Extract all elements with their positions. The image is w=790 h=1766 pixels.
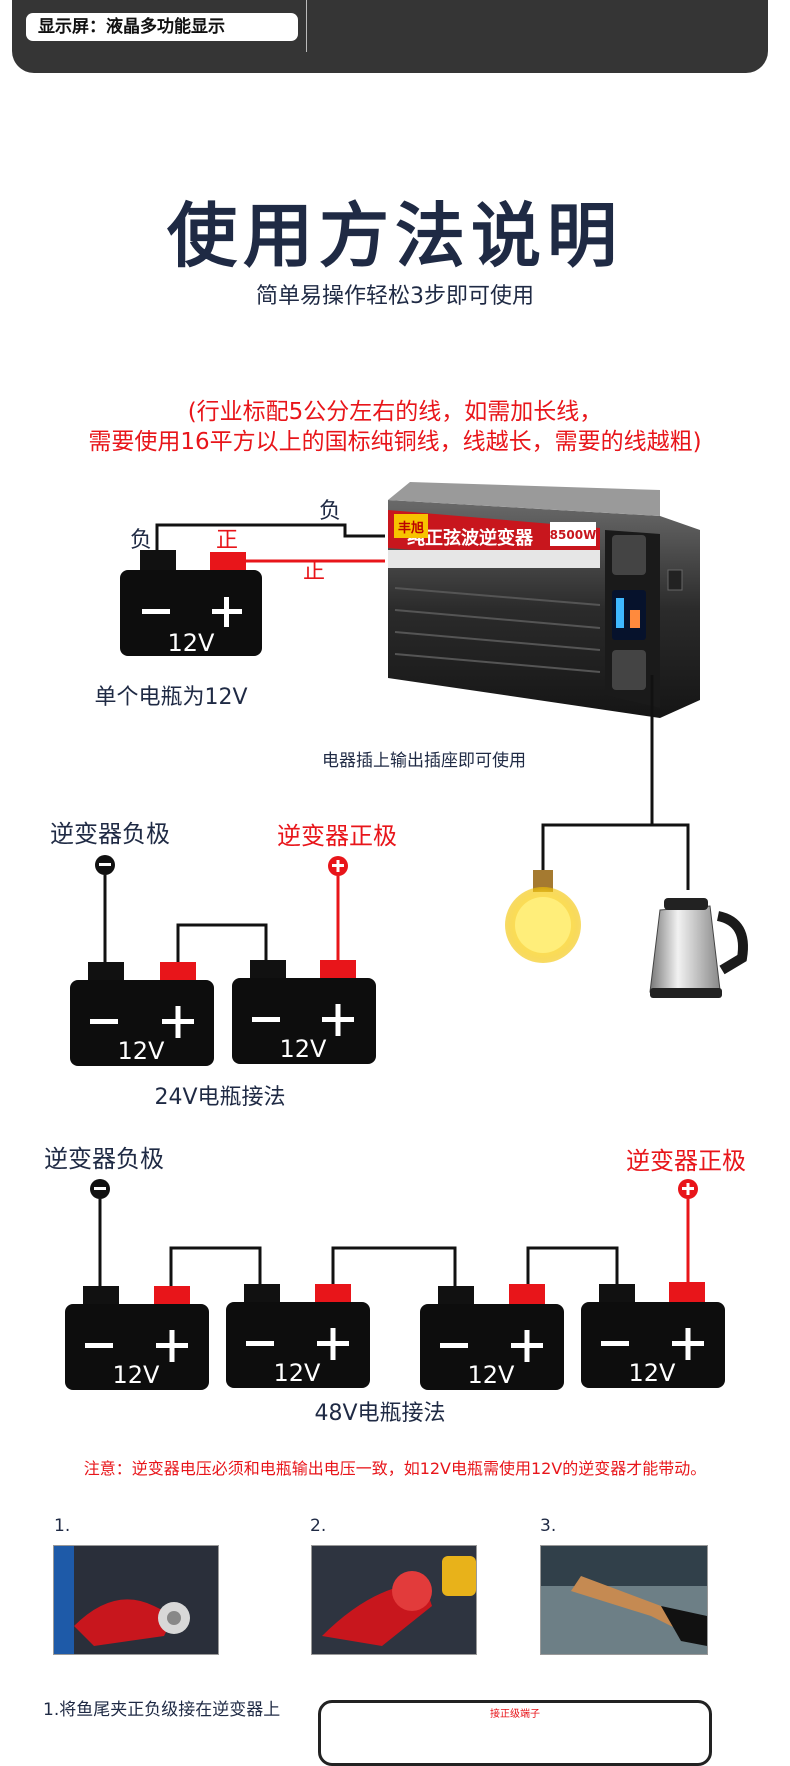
voltage-warning: 注意：逆变器电压必须和电瓶输出电压一致，如12V电瓶需使用12V的逆变器才能带动… bbox=[83, 1459, 707, 1478]
inverter-neg-label: 逆变器负极 bbox=[50, 820, 170, 848]
step2-photo bbox=[311, 1545, 477, 1655]
inverter-pos-label: 逆变器正极 bbox=[626, 1147, 746, 1175]
step-number: 1. bbox=[54, 1516, 71, 1536]
bottom-callout-box: 接正级端子 bbox=[318, 1700, 712, 1766]
battery bbox=[120, 570, 262, 656]
48v-diagram: 逆变器负极 逆变器正极 12V 12V 12V 12V 48V电瓶接 bbox=[44, 1145, 746, 1426]
pos-terminal bbox=[210, 552, 246, 572]
step-number: 3. bbox=[540, 1516, 557, 1536]
battery: 12V bbox=[581, 1282, 725, 1388]
inverter-title: 纯正弦波逆变器 bbox=[407, 527, 534, 549]
pos-label: 正 bbox=[216, 528, 238, 553]
pos-wire-label: 正 bbox=[303, 559, 325, 584]
light-bulb-icon bbox=[505, 870, 581, 963]
kettle-icon bbox=[649, 898, 748, 998]
svg-text:12V: 12V bbox=[280, 1035, 328, 1063]
page-subtitle: 简单易操作轻松3步即可使用 bbox=[256, 284, 534, 309]
step-number: 2. bbox=[310, 1516, 327, 1536]
inverter-pos-label: 逆变器正极 bbox=[277, 822, 397, 850]
24v-diagram: 逆变器负极 逆变器正极 12V 12V 24V电瓶接法 bbox=[50, 820, 397, 1110]
divider bbox=[306, 0, 307, 52]
inverter-image: 纯正弦波逆变器 丰旭 8500W bbox=[388, 482, 700, 718]
inverter-brand: 丰旭 bbox=[398, 520, 424, 536]
battery: 12V bbox=[232, 960, 376, 1064]
svg-text:12V: 12V bbox=[113, 1361, 161, 1389]
24v-caption: 24V电瓶接法 bbox=[154, 1085, 285, 1110]
callout-text: 接正级端子 bbox=[490, 1709, 540, 1720]
output-cord bbox=[541, 675, 654, 875]
neg-terminal bbox=[140, 550, 176, 572]
svg-text:12V: 12V bbox=[629, 1359, 677, 1387]
svg-text:12V: 12V bbox=[274, 1359, 322, 1387]
svg-text:12V: 12V bbox=[468, 1361, 516, 1389]
step3-photo bbox=[540, 1545, 708, 1655]
neg-label: 负 bbox=[130, 528, 152, 553]
battery: 12V bbox=[65, 1286, 209, 1390]
inverter-neg-label: 逆变器负极 bbox=[44, 1145, 164, 1173]
48v-caption: 48V电瓶接法 bbox=[314, 1401, 445, 1426]
battery: 12V bbox=[420, 1284, 564, 1390]
cable-note-line2: 需要使用16平方以上的国标纯铜线，线越长，需要的线越粗) bbox=[88, 429, 702, 455]
svg-text:12V: 12V bbox=[118, 1037, 166, 1065]
page-title: 使用方法说明 bbox=[167, 195, 623, 277]
battery-voltage: 12V bbox=[168, 629, 216, 657]
negative-wire bbox=[155, 523, 385, 550]
step1-instruction: 1.将鱼尾夹正负级接在逆变器上 bbox=[43, 1700, 281, 1720]
cable-note-line1: (行业标配5公分左右的线，如需加长线， bbox=[187, 399, 603, 425]
inverter-power: 8500W bbox=[550, 528, 597, 542]
neg-wire-label: 负 bbox=[319, 499, 341, 524]
battery: 12V bbox=[70, 962, 214, 1066]
lcd-label: 显示屏：液晶多功能显示 bbox=[26, 13, 298, 41]
battery: 12V bbox=[226, 1284, 370, 1388]
plug-instruction: 电器插上输出插座即可使用 bbox=[322, 750, 526, 771]
single-battery-diagram: 12V 负 正 负 正 纯正弦波逆变器 丰旭 8500W 单个电瓶为12V 电器… bbox=[94, 482, 748, 998]
single-battery-caption: 单个电瓶为12V bbox=[94, 685, 247, 710]
step1-photo bbox=[53, 1545, 219, 1655]
